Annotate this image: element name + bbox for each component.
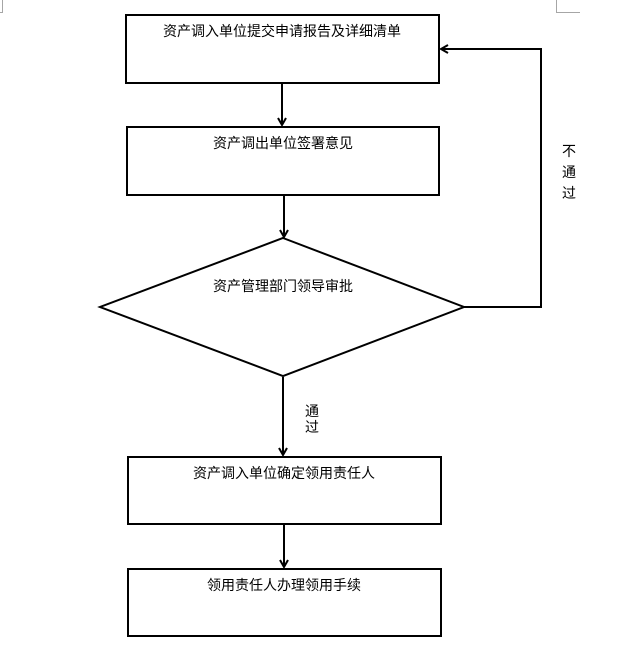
page-crop-mark-top-left <box>0 0 3 13</box>
node-handle-procedures: 领用责任人办理领用手续 <box>127 568 442 637</box>
page-crop-mark-top-right <box>556 0 580 13</box>
edge-label-char: 通 <box>305 404 319 420</box>
edge-label-char: 通 <box>562 165 576 181</box>
node-approval-decision: 资产管理部门领导审批 <box>97 236 467 378</box>
node-label: 领用责任人办理领用手续 <box>207 577 361 594</box>
node-label: 资产管理部门领导审批 <box>213 279 353 295</box>
node-box <box>126 126 440 196</box>
node-assign-responsible-person: 资产调入单位确定领用责任人 <box>127 456 442 525</box>
edge-label-fail: 不 通 过 <box>562 144 576 202</box>
edge-arrow-n3-n1-reject <box>441 49 542 308</box>
edge-label-pass: 通 过 <box>305 404 319 436</box>
node-submit-application: 资产调入单位提交申请报告及详细清单 <box>125 14 440 84</box>
node-label: 资产调入单位提交申请报告及详细清单 <box>163 23 401 40</box>
node-box <box>127 456 442 525</box>
edge-label-char: 过 <box>305 420 319 436</box>
node-box <box>127 568 442 637</box>
node-label: 资产调入单位确定领用责任人 <box>193 466 375 482</box>
node-label: 资产调出单位签署意见 <box>213 135 353 152</box>
edge-label-char: 过 <box>562 186 576 202</box>
decision-diamond <box>97 236 467 378</box>
edge-label-char: 不 <box>562 144 576 160</box>
node-box <box>125 14 440 84</box>
node-transfer-out-opinion: 资产调出单位签署意见 <box>126 126 440 196</box>
